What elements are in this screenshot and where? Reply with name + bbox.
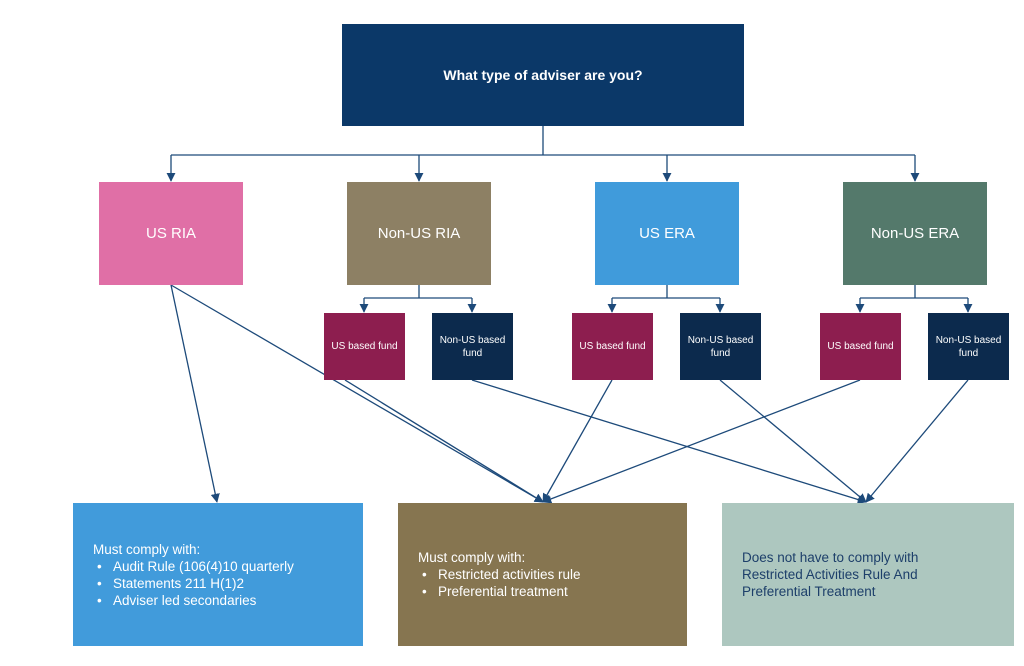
outcome-item: Restricted activities rule (418, 566, 581, 583)
fund-label: Non-US based fund (687, 334, 754, 359)
fund-label: Non-US based fund (935, 334, 1002, 359)
arrow-f3-to-o2 (542, 379, 613, 503)
outcome-item: Adviser led secondaries (93, 592, 294, 609)
category-label: US ERA (639, 225, 695, 242)
fund-label: US based fund (579, 341, 646, 352)
category-nonus-era: Non-US ERA (843, 182, 987, 285)
fund-label: Non-US based fund (439, 334, 506, 359)
outcome-heading: Must comply with: (418, 550, 526, 565)
outcome-list: Audit Rule (106(4)10 quarterly Statement… (93, 558, 294, 609)
category-us-ria: US RIA (99, 182, 243, 285)
outcome-box-us-ria: Must comply with: Audit Rule (106(4)10 q… (73, 503, 363, 646)
arrow-f5-to-o2 (542, 379, 861, 504)
category-label: Non-US ERA (870, 225, 960, 242)
category-label: US RIA (145, 225, 196, 242)
arrow-f6-to-o3 (865, 379, 969, 503)
outcome-item: Statements 211 H(1)2 (93, 575, 294, 592)
category-nonus-ria: Non-US RIA (347, 182, 491, 285)
fund-label: US based fund (827, 341, 894, 352)
fund-nonus-based-nonus-era: Non-US based fund (928, 313, 1009, 380)
fund-us-based-nonus-era: US based fund (820, 313, 901, 380)
outcome-list: Restricted activities rule Preferential … (418, 566, 581, 600)
fund-us-based-us-era: US based fund (572, 313, 653, 380)
outcome-box-exempt: Does not have to comply with Restricted … (722, 503, 1014, 646)
outcome-item: Preferential treatment (418, 583, 581, 600)
arrow-us-ria-to-o2 (170, 284, 544, 503)
fund-nonus-based-nonus-ria: Non-US based fund (432, 313, 513, 380)
root-question-label: What type of adviser are you? (443, 67, 643, 83)
outcome-text: Does not have to comply with Restricted … (742, 550, 919, 599)
category-us-era: US ERA (595, 182, 739, 285)
arrow-f4-to-o3 (719, 379, 867, 503)
outcome-item: Audit Rule (106(4)10 quarterly (93, 558, 294, 575)
fund-label: US based fund (331, 341, 398, 352)
arrow-us-ria-to-o1 (170, 284, 220, 503)
arrow-f2-to-o3 (471, 379, 867, 504)
root-question-box: What type of adviser are you? (342, 24, 744, 126)
outcome-heading: Must comply with: (93, 541, 201, 557)
fund-us-based-nonus-ria: US based fund (324, 313, 405, 380)
arrow-f1-to-o2 (344, 379, 544, 503)
fund-nonus-based-us-era: Non-US based fund (680, 313, 761, 380)
category-label: Non-US RIA (377, 225, 461, 242)
outcome-box-restricted: Must comply with: Restricted activities … (398, 503, 687, 646)
